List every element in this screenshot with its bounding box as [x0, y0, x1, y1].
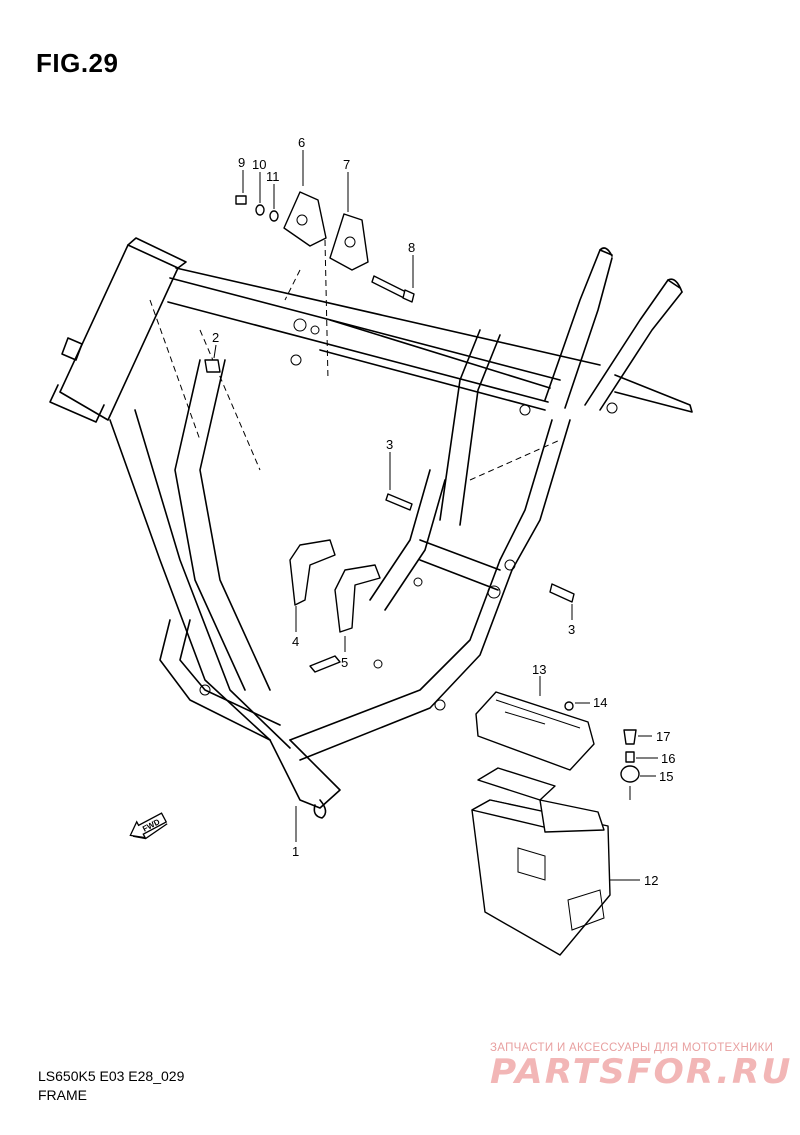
callout-3-upper: 3 [386, 437, 393, 452]
callout-1: 1 [292, 844, 299, 859]
small-hardware [564, 701, 640, 783]
callout-2: 2 [212, 330, 219, 345]
upper-brackets [204, 191, 415, 373]
callout-8: 8 [408, 240, 415, 255]
callout-17: 17 [656, 729, 670, 744]
callout-5: 5 [341, 655, 348, 670]
callout-labels: 1 2 3 3 4 5 6 7 8 9 10 11 12 13 14 15 16… [212, 135, 675, 888]
callout-14: 14 [593, 695, 607, 710]
battery-box [471, 767, 611, 956]
mid-brackets [289, 493, 575, 673]
model-code: LS650K5 E03 E28_029 [38, 1068, 185, 1084]
callout-4: 4 [292, 634, 299, 649]
callout-9: 9 [238, 155, 245, 170]
callout-7: 7 [343, 157, 350, 172]
fwd-arrow-icon: FWD [129, 812, 168, 840]
callout-16: 16 [661, 751, 675, 766]
callout-13: 13 [532, 662, 546, 677]
callout-3-lower: 3 [568, 622, 575, 637]
watermark-logo: PARTSFOR.RU [490, 1052, 793, 1092]
callout-15: 15 [659, 769, 673, 784]
section-name: FRAME [38, 1087, 87, 1103]
leader-lines [213, 150, 658, 881]
callout-12: 12 [644, 873, 658, 888]
figure-title: FIG.29 [36, 48, 119, 78]
callout-10: 10 [252, 157, 266, 172]
watermark-tagline: ЗАПЧАСТИ И АКСЕССУАРЫ ДЛЯ МОТОТЕХНИКИ [490, 1042, 774, 1054]
callout-6: 6 [298, 135, 305, 150]
frame-drawing [49, 237, 693, 819]
callout-11: 11 [266, 169, 280, 184]
battery-cover [475, 691, 595, 771]
fwd-direction-marker: FWD [129, 812, 168, 840]
